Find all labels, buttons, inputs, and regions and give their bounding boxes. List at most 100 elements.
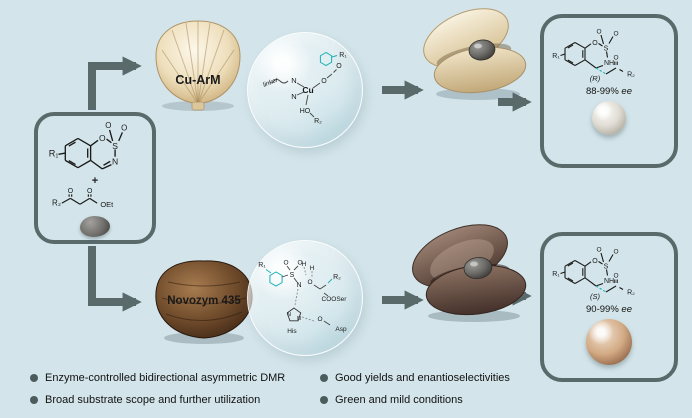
substrate2-oet-label: OEt xyxy=(100,200,114,209)
enzyme-r1-label: R₁ xyxy=(258,262,266,269)
open-oyster-light-image xyxy=(423,8,527,100)
open-oyster-dark xyxy=(406,220,542,331)
bullet-item: Enzyme-controlled bidirectional asymmetr… xyxy=(30,372,285,384)
substrate2-o2-label: O xyxy=(87,188,93,195)
oyster-dark-stone xyxy=(463,257,493,279)
enzyme-substrate-ring xyxy=(269,271,283,287)
arrow-to-novozym xyxy=(88,246,142,312)
enzyme-oc-label: O xyxy=(307,279,312,286)
product-panel-s: R₁ O S O O NH O R₂ (S) 90-99% ee xyxy=(540,232,678,382)
substrate1-s-label: S xyxy=(112,141,118,151)
ee-bottom-unit: ee xyxy=(621,304,632,315)
stone-image xyxy=(80,216,110,237)
substrate1-benzoxathiazine-structure: R₁ O S O O N xyxy=(49,121,127,170)
white-pearl-image xyxy=(592,101,626,135)
enzyme-active-site-structure: R₁ S O O N H H O R₂ COOSer N N His O Asp xyxy=(258,260,348,336)
shell-hinge xyxy=(191,101,205,111)
ee-bottom-value: 90-99% xyxy=(586,304,619,315)
product-s-s-label: S xyxy=(604,264,609,271)
ligand-n2-label: N xyxy=(291,92,296,101)
h-bond-dashes xyxy=(294,266,315,322)
cu-complex-bubble: linker N N Cu O O R₁ HO R₂ xyxy=(247,32,363,148)
substrate1-o-label: O xyxy=(99,133,106,143)
his-imidazole-ring xyxy=(286,307,302,322)
open-oyster-dark-image xyxy=(412,224,527,322)
product-r-r1-label: R₁ xyxy=(552,53,560,60)
bullet-dot xyxy=(30,396,38,404)
product-r-config-label: (R) xyxy=(590,74,601,83)
product-r-s-label: S xyxy=(604,46,609,53)
product-s-oring-label: O xyxy=(592,258,598,265)
enzyme-h1-label: H xyxy=(302,261,307,268)
enzyme-o2a-label: O xyxy=(283,260,288,267)
substrate2-ketoester-structure: R₂ O O OEt xyxy=(52,188,114,209)
substrate1-o2a-label: O xyxy=(105,121,111,130)
arrow-to-cu-arm xyxy=(88,56,142,110)
linker-label: linker xyxy=(262,76,280,89)
bullet-dot xyxy=(320,374,328,382)
product-s-bonds xyxy=(560,252,624,293)
ligand-n1-label: N xyxy=(291,76,296,85)
enzyme-n-label: N xyxy=(296,282,301,289)
shell-ridges xyxy=(161,21,235,105)
enzyme-o2b-label: O xyxy=(297,260,302,267)
cu-ho-label: HO xyxy=(300,108,311,115)
product-r-ocarbonyl-label: O xyxy=(613,55,618,62)
ee-top-value: 88-99% xyxy=(586,86,619,97)
bullet-item: Broad substrate scope and further utiliz… xyxy=(30,394,260,406)
substrate1-n-label: N xyxy=(112,157,118,167)
enzyme-r2-label: R₂ xyxy=(333,274,341,281)
enzyme-h2-label: H xyxy=(310,265,315,272)
product-s-o2a-label: O xyxy=(596,247,601,254)
product-s-r2-label: R₂ xyxy=(627,290,635,297)
enzyme-nim2-label: N xyxy=(297,316,301,322)
enzyme-cooser-label: COOSer xyxy=(322,296,348,303)
bullet-item: Good yields and enantioselectivities xyxy=(320,372,510,384)
bullet-item: Green and mild conditions xyxy=(320,394,463,406)
enzyme-bonds xyxy=(265,265,333,326)
product-panel-r: R₁ O S O O NH O R₂ (R) 88-99% ee xyxy=(540,14,678,168)
product-r-r2-label: R₂ xyxy=(627,72,635,79)
bullet-text: Broad substrate scope and further utiliz… xyxy=(45,394,261,406)
product-r-oring-label: O xyxy=(592,40,598,47)
enzyme-nim1-label: N xyxy=(287,312,291,318)
product-s-structure: R₁ O S O O NH O R₂ (S) xyxy=(552,247,635,302)
scallop-shell-image: Cu-ArM xyxy=(155,20,241,111)
bullet-text: Green and mild conditions xyxy=(335,394,463,406)
cu-o2-label: O xyxy=(336,63,342,70)
cu-substrate-ring xyxy=(319,51,333,67)
product-r-nh-label: NH xyxy=(604,60,614,67)
enzyme-active-site-bubble: R₁ S O O N H H O R₂ COOSer N N His O Asp xyxy=(247,240,363,356)
open-oyster-light xyxy=(416,4,540,109)
substrate2-bonds xyxy=(61,194,98,205)
cu-r2-label: R₂ xyxy=(314,118,322,125)
plus-sign: + xyxy=(91,175,99,187)
substrate-panel: R₁ O S O O N + R₂ O O OEt xyxy=(34,112,156,244)
cu-arm-label: Cu-ArM xyxy=(175,73,220,87)
product-r-bonds xyxy=(560,34,624,75)
substrate1-bonds xyxy=(58,129,124,170)
ee-top: 88-99% ee xyxy=(586,86,632,97)
novozym-label: Novozym 435 xyxy=(167,295,241,307)
ee-bottom: 90-99% ee xyxy=(586,304,632,315)
product-r-o2a-label: O xyxy=(596,29,601,36)
ee-top-unit: ee xyxy=(621,86,632,97)
cu-arm-shell: Cu-ArM xyxy=(146,16,250,117)
bronze-pearl-image xyxy=(586,319,632,365)
product-r-structure: R₁ O S O O NH O R₂ (R) xyxy=(552,29,635,84)
substrate1-o2b-label: O xyxy=(121,124,127,133)
product-s-nh-label: NH xyxy=(604,278,614,285)
novozym-shell: Novozym 435 xyxy=(146,254,262,351)
product-s-ocarbonyl-label: O xyxy=(613,273,618,280)
product-r-o2b-label: O xyxy=(613,31,618,38)
product-s-r1-label: R₁ xyxy=(552,271,560,278)
substrate1-r1-label: R₁ xyxy=(49,149,59,159)
novozym-shell-image: Novozym 435 xyxy=(155,260,253,344)
bullet-dot xyxy=(320,396,328,404)
cu-complex-bonds xyxy=(271,69,337,118)
product-s-o2b-label: O xyxy=(613,249,618,256)
bullet-text: Enzyme-controlled bidirectional asymmetr… xyxy=(45,372,286,384)
enzyme-oasp-label: O xyxy=(317,316,322,323)
bullet-dot xyxy=(30,374,38,382)
